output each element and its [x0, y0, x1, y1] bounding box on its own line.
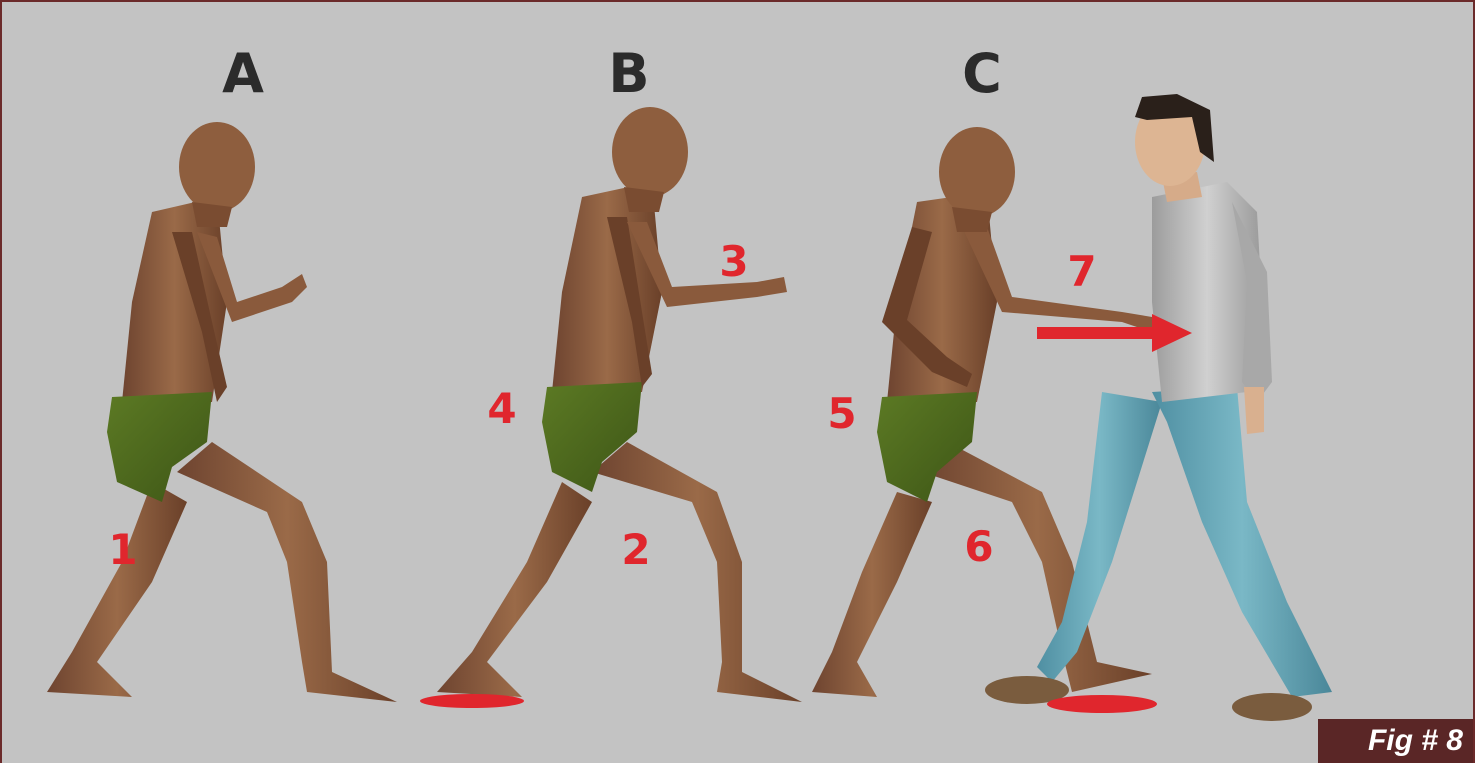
foot-marker-c: [1047, 695, 1157, 713]
marker-number-2: 2: [616, 528, 656, 572]
marker-number-3: 3: [714, 240, 754, 284]
figure-number-badge: Fig # 8: [1318, 719, 1473, 763]
marker-number-6: 6: [959, 525, 999, 569]
panel-label-c: C: [952, 44, 1012, 104]
foot-marker-b: [420, 694, 524, 708]
panel-label-a: A: [213, 44, 273, 104]
panel-label-b: B: [599, 44, 659, 104]
marker-number-5: 5: [822, 392, 862, 436]
marker-number-1: 1: [103, 528, 143, 572]
marker-number-4: 4: [482, 387, 522, 431]
opponent: [985, 94, 1332, 721]
fighter-a: [47, 122, 397, 702]
marker-number-7: 7: [1062, 250, 1102, 294]
